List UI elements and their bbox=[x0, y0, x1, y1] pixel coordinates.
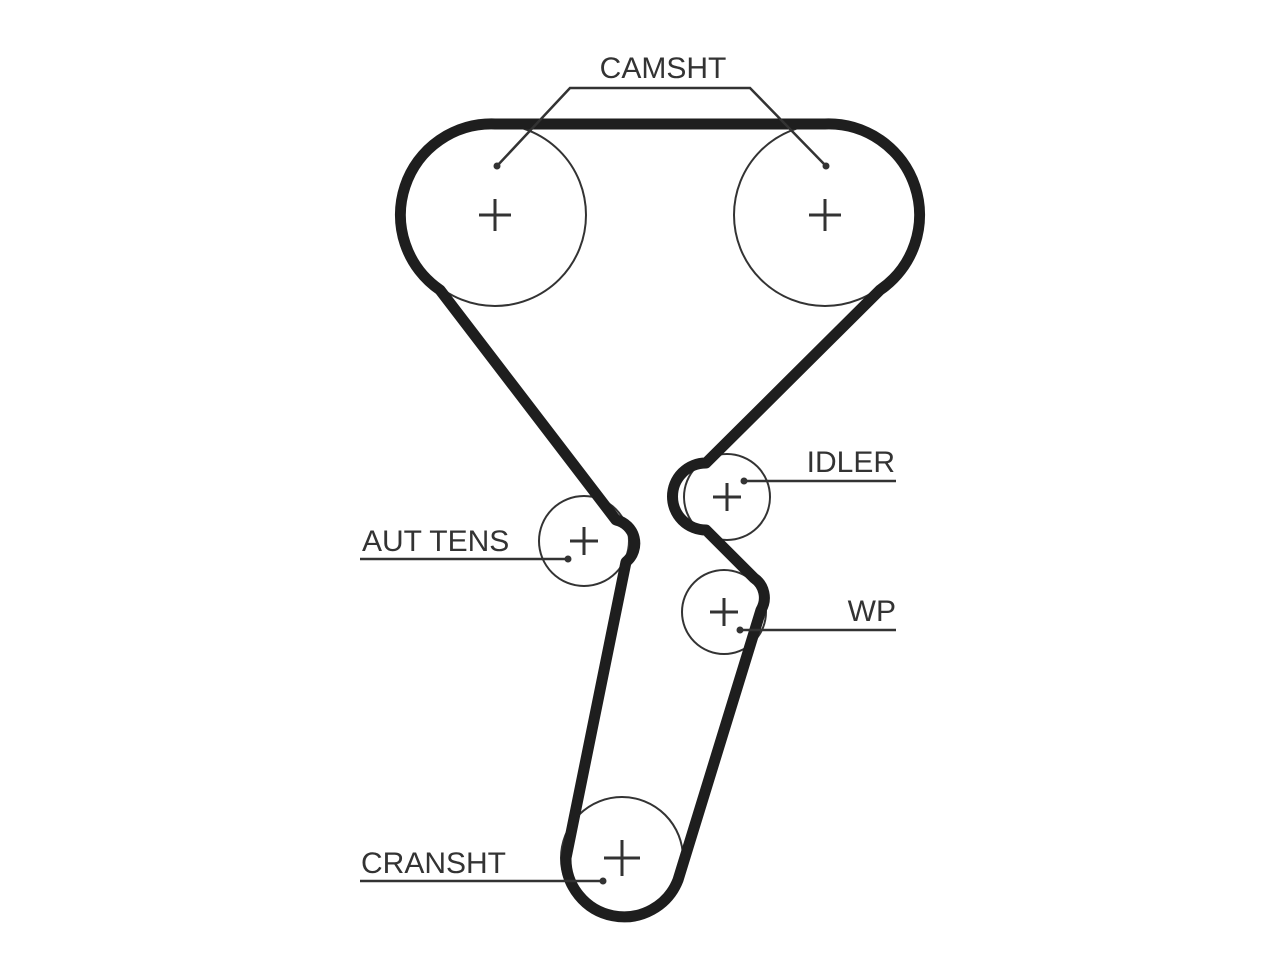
crankshaft-leader-dot bbox=[599, 877, 607, 885]
water-pump-center-mark bbox=[710, 598, 738, 626]
water-pump-leader-dot bbox=[736, 626, 744, 634]
camshaft-right-leader-dot bbox=[822, 162, 830, 170]
idler-leader-dot bbox=[740, 477, 748, 485]
auto-tensioner-center-mark bbox=[570, 527, 598, 555]
crankshaft-label: CRANSHT bbox=[361, 847, 506, 880]
idler-center-mark bbox=[713, 483, 741, 511]
auto-tensioner-leader-dot bbox=[564, 555, 572, 563]
timing-belt bbox=[394, 118, 926, 923]
auto-tensioner-label: AUT TENS bbox=[362, 525, 509, 558]
camshaft-left-center-mark bbox=[479, 199, 511, 231]
camshaft-leader bbox=[496, 86, 827, 167]
camshaft-left-leader-dot bbox=[493, 162, 501, 170]
crankshaft-center-mark bbox=[604, 840, 640, 876]
idler-label: IDLER bbox=[807, 446, 895, 479]
camshaft-right-center-mark bbox=[809, 199, 841, 231]
water-pump-label: WP bbox=[848, 595, 896, 628]
camshaft-label: CAMSHT bbox=[600, 52, 727, 85]
